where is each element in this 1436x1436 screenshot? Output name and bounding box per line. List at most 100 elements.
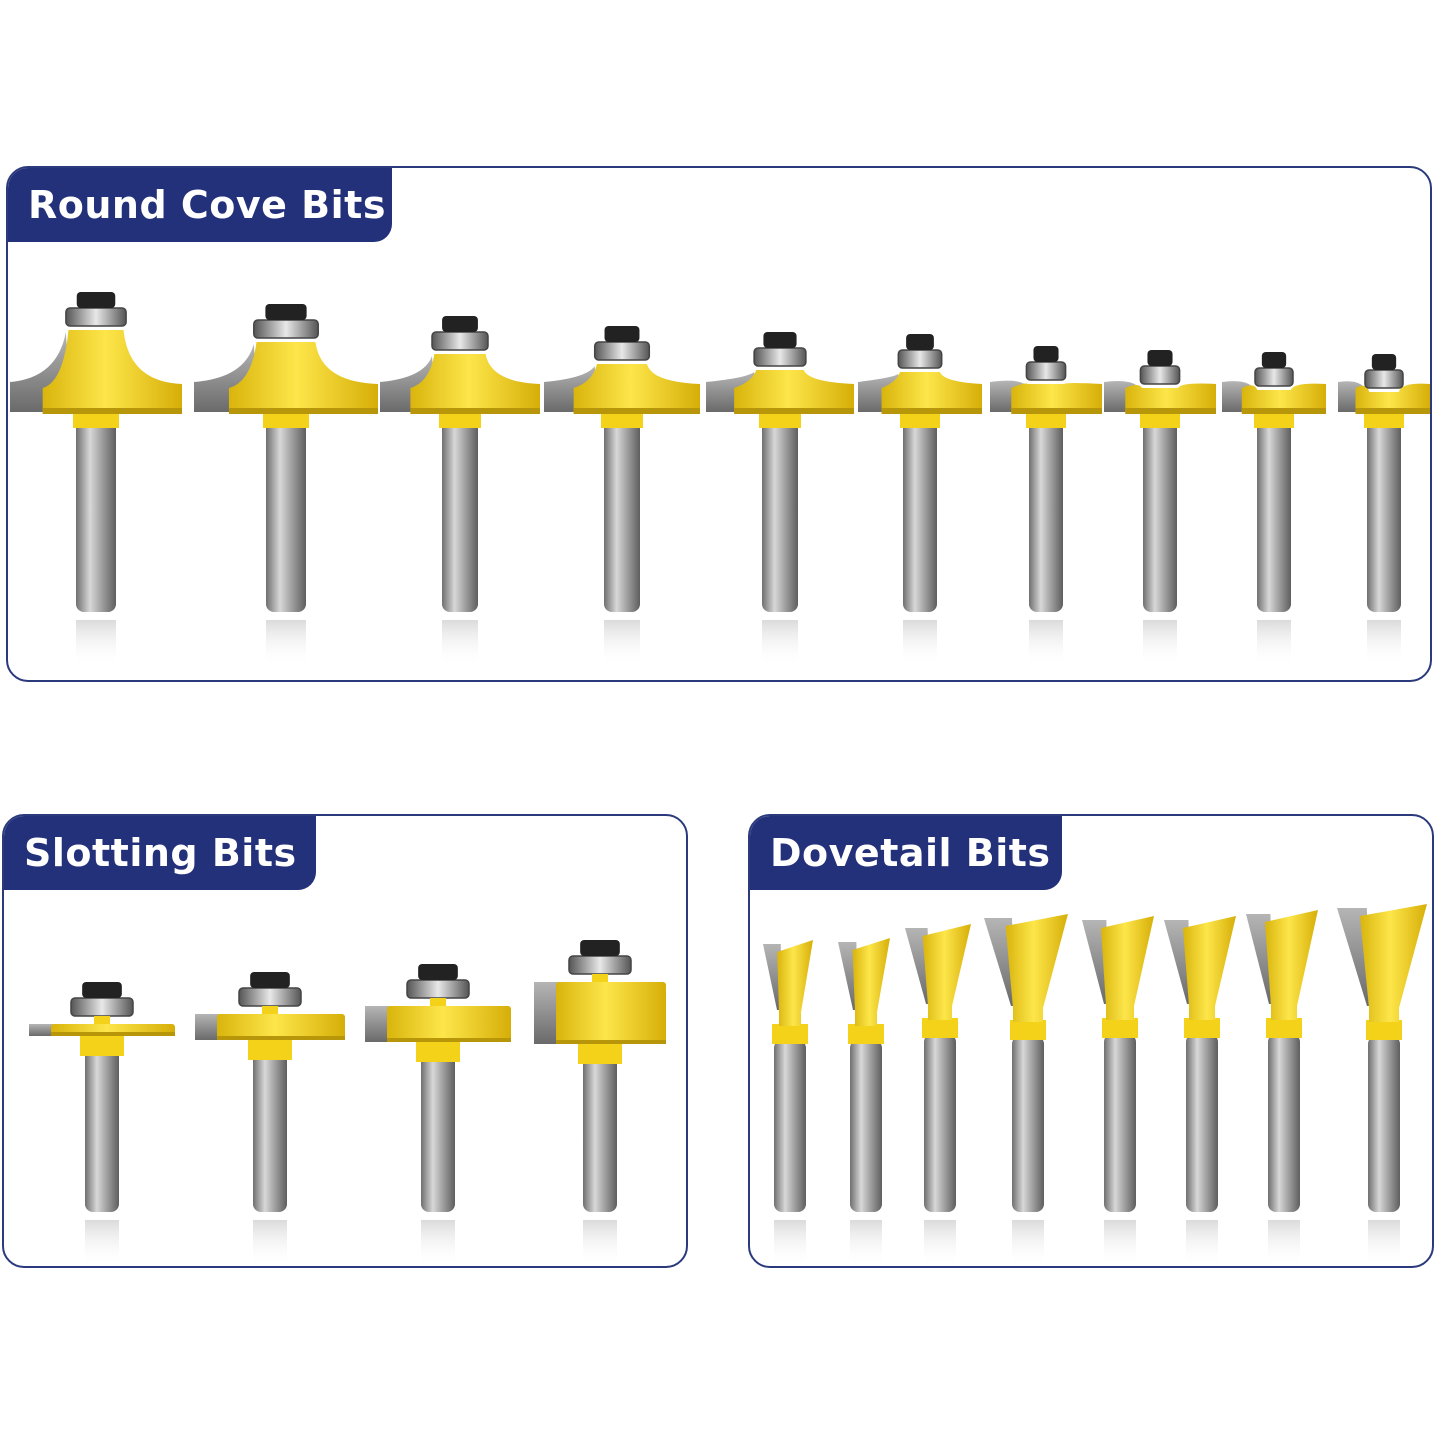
neck [1366,1020,1402,1040]
bearing-screw [265,304,307,320]
shank [903,412,937,612]
round-cove-bit [706,332,854,666]
round-cove-bit [10,292,183,666]
cutter-base-edge [881,408,982,414]
cutter-body [1241,383,1326,412]
dovetail-cutter [852,938,890,1026]
arbor [430,998,446,1006]
dovetail-bit [838,938,890,1266]
shank-reflection [442,620,478,666]
arbor [94,1016,110,1024]
cutter-base-edge [410,408,540,414]
cutter-edge [387,1038,511,1042]
arbor [262,1006,278,1014]
bearing-screw [580,940,620,956]
shank-reflection [1104,1220,1136,1266]
round-cove-bits-title: Round Cove Bits [8,168,392,242]
bearing-screw [1147,350,1173,366]
dovetail-bit [905,924,971,1266]
shank [421,1042,455,1212]
slotting-bit [195,972,345,1266]
shank-reflection [1029,620,1063,666]
shank-reflection [85,1220,119,1266]
dovetail-bit [984,914,1068,1266]
dovetail-cutter [777,940,813,1026]
shank [850,1040,882,1212]
bearing [1025,361,1067,381]
shank [1368,1036,1400,1212]
dovetail-cutter [1359,904,1427,1022]
shank [762,412,798,612]
neck [1102,1018,1138,1038]
shank-reflection [774,1220,806,1266]
bearing [238,987,302,1007]
bearing-screw [250,972,290,988]
round-cove-bit [194,304,378,666]
shank [1268,1034,1300,1212]
neck [1010,1020,1046,1040]
slotting-bits-illustration [29,940,666,1266]
carbide-edge [763,944,781,1010]
cutter-edge [51,1032,175,1036]
shank-reflection [266,620,306,666]
cutter-edge [217,1036,345,1040]
dovetail-bit [1246,910,1318,1266]
cutter-base-edge [42,408,183,414]
bearing-screw [76,292,116,308]
bearing [70,997,134,1017]
bearing-screw [1371,354,1397,370]
shank-reflection [604,620,640,666]
shank-reflection [1368,1220,1400,1266]
slot-cutter [387,1006,511,1042]
round-cove-bits-panel: Round Cove Bits [6,166,1432,682]
round-cove-bit [544,326,700,666]
arbor [592,974,608,982]
shank [1012,1036,1044,1212]
shank [774,1040,806,1212]
shank [266,412,306,612]
shank-reflection [924,1220,956,1266]
cutter-base-edge [1355,408,1430,414]
dovetail-bit [1337,904,1427,1266]
shank-reflection [1186,1220,1218,1266]
bearing-screw [418,964,458,980]
bearing [568,955,632,975]
dovetail-cutter [1005,914,1068,1022]
bearing-screw [763,332,797,348]
cutter-body [1355,383,1430,412]
carbide-edge [1082,920,1108,1004]
dovetail-cutter [1100,916,1154,1020]
cutter-edge [556,1040,666,1044]
cutter-base-edge [1125,408,1216,414]
shank-reflection [903,620,937,666]
shank [76,412,116,612]
slot-cutter [556,982,666,1044]
shank-reflection [1257,620,1291,666]
shank-reflection [76,620,116,666]
shank [1029,412,1063,612]
cutter-body [42,330,183,412]
slotting-bit [29,982,175,1266]
slotting-bits-title: Slotting Bits [4,816,316,890]
cutter-body [410,354,540,412]
cutter-body [228,342,378,412]
bearing [1139,365,1181,385]
bearing [1254,367,1294,387]
shank [85,1036,119,1212]
bearing-screw [604,326,640,342]
cutter-body [881,372,982,412]
dovetail-bits-panel: Dovetail Bits [748,814,1434,1268]
cutter-base-edge [734,408,854,414]
dovetail-bit [763,940,813,1266]
shank-reflection [1012,1220,1044,1266]
neck [772,1024,808,1044]
round-cove-bits-illustration [10,292,1430,666]
cutter-base-edge [1241,408,1326,414]
shank-reflection [850,1220,882,1266]
bearing [593,341,651,361]
shank [1104,1034,1136,1212]
bearing-screw [442,316,478,332]
bearing [253,319,319,339]
cutter-body [734,370,854,412]
bearing-screw [906,334,934,350]
